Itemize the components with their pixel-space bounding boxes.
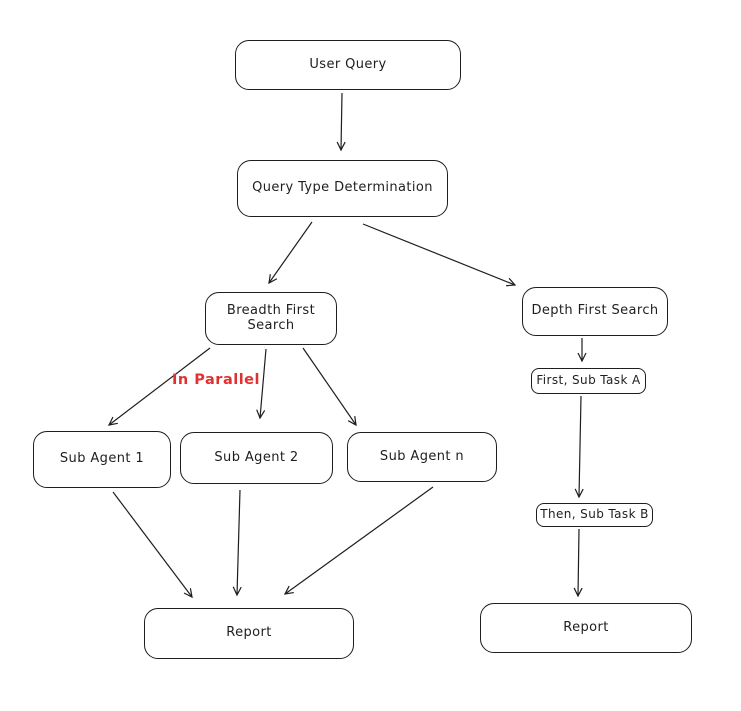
node-breadth-first-search: Breadth First Search <box>205 292 337 345</box>
in-parallel-annotation: In Parallel <box>172 372 260 388</box>
arrow-bfs-to-sub-agent-n <box>302 347 357 427</box>
arrow-first-task-to-then-task <box>574 395 584 499</box>
node-sub-agent-2: Sub Agent 2 <box>180 432 333 484</box>
node-report-dfs-label: Report <box>563 619 609 635</box>
node-user-query-label: User Query <box>309 56 387 72</box>
node-report-dfs: Report <box>480 603 692 653</box>
arrow-sub-agent-n-to-report <box>283 486 434 595</box>
node-sub-agent-n-label: Sub Agent n <box>379 448 465 464</box>
node-report-bfs: Report <box>144 608 354 659</box>
node-first-sub-task-a-label: First, Sub Task A <box>536 373 641 388</box>
node-depth-first-search-label: Depth First Search <box>531 303 659 319</box>
arrow-sub-agent-2-to-report <box>232 489 242 597</box>
arrow-bfs-to-sub-agent-2 <box>256 348 267 420</box>
node-user-query: User Query <box>235 40 461 90</box>
node-sub-agent-1-label: Sub Agent 1 <box>59 451 145 467</box>
arrow-query-type-to-dfs <box>362 223 517 287</box>
node-first-sub-task-a: First, Sub Task A <box>531 368 646 394</box>
arrow-query-type-to-bfs <box>268 221 313 285</box>
node-depth-first-search: Depth First Search <box>522 287 668 336</box>
node-breadth-first-search-label: Breadth First Search <box>226 303 316 333</box>
node-sub-agent-n: Sub Agent n <box>347 432 497 482</box>
node-sub-agent-1: Sub Agent 1 <box>33 431 171 488</box>
node-sub-agent-2-label: Sub Agent 2 <box>214 449 299 465</box>
arrow-then-task-to-report <box>573 528 583 598</box>
node-report-bfs-label: Report <box>226 625 272 641</box>
node-query-type-determination: Query Type Determination <box>237 160 448 217</box>
node-then-sub-task-b: Then, Sub Task B <box>536 503 653 527</box>
node-then-sub-task-b-label: Then, Sub Task B <box>540 507 649 522</box>
arrow-sub-agent-1-to-report <box>112 491 193 599</box>
node-query-type-determination-label: Query Type Determination <box>252 180 433 196</box>
arrow-user-query-to-query-type <box>336 92 346 152</box>
